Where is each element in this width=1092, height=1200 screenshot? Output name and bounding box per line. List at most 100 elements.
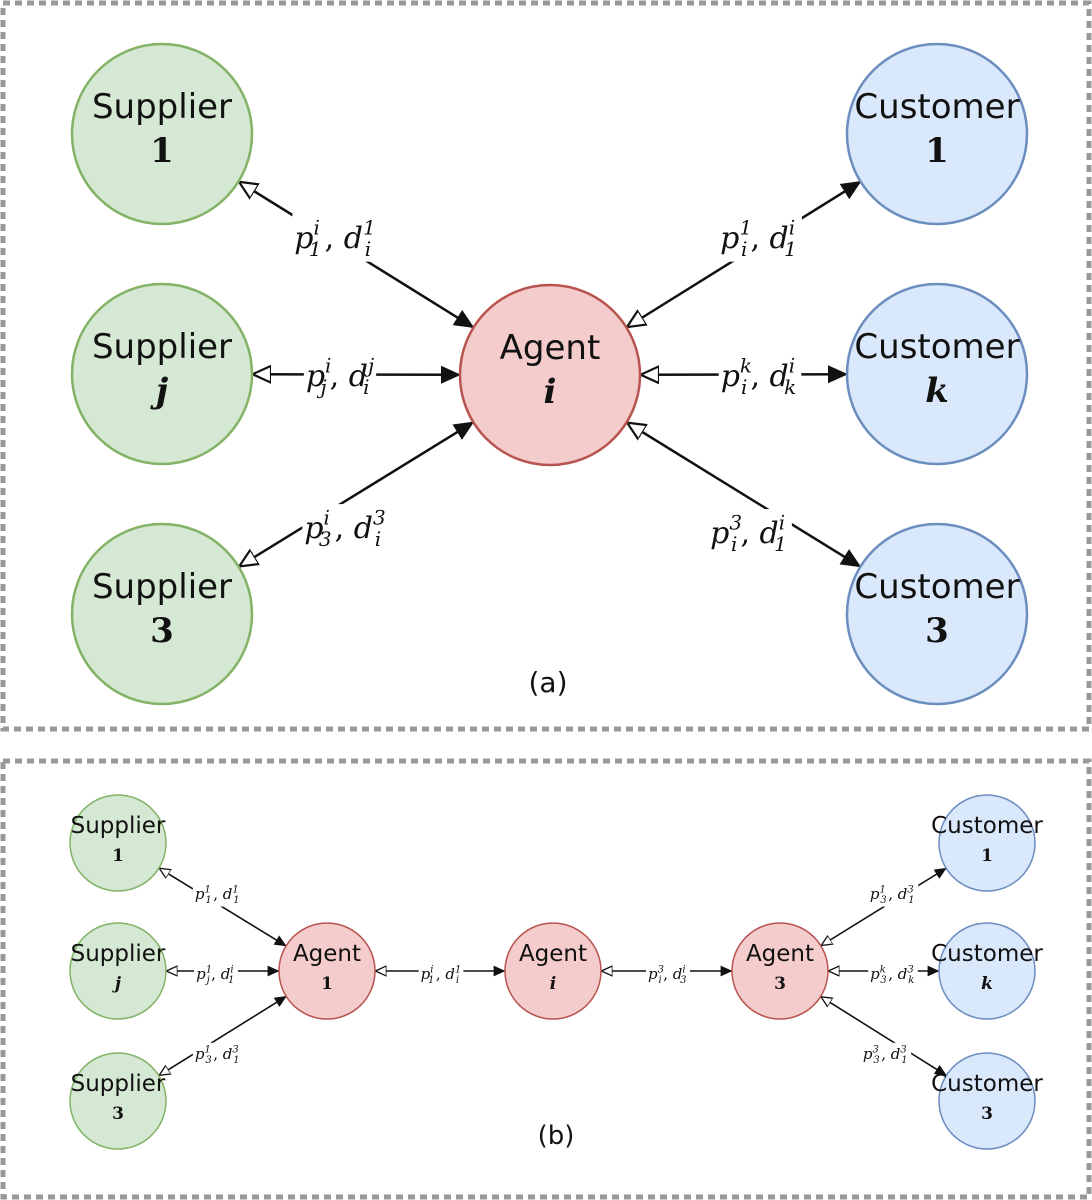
customer-index: 1 xyxy=(925,131,949,171)
customer-circle xyxy=(845,42,1029,226)
supplier-index: j xyxy=(112,974,122,994)
panel-b-caption: (b) xyxy=(538,1121,575,1151)
agent-index: i xyxy=(550,974,556,994)
supplier-circle xyxy=(70,282,254,466)
edge-label-bg-s1-ai xyxy=(292,214,378,262)
edge-label-bg-a3-c1 xyxy=(867,882,919,907)
panel-a-border xyxy=(0,0,1092,732)
agent-label: Agent xyxy=(746,941,814,967)
customer-label: Customer xyxy=(854,327,1019,367)
edge-label-bg-ai-c1 xyxy=(718,214,802,262)
agent-label: Agent xyxy=(519,941,587,967)
supplier-label: Supplier xyxy=(71,1071,166,1097)
edge-line-a3-c1 xyxy=(821,867,946,947)
panel-b-border xyxy=(0,758,1092,1200)
customer-index: 1 xyxy=(981,846,993,866)
supplier-index: 3 xyxy=(150,611,174,651)
customer-node-ck[interactable]: Customer k xyxy=(931,922,1043,1020)
edge-line-s1-a1 xyxy=(159,867,286,947)
agent-index: 3 xyxy=(774,974,786,994)
edge-label-bg-sj-ai xyxy=(303,352,377,400)
customer-label: Customer xyxy=(931,1071,1043,1097)
edge-label-bg-s1-a1 xyxy=(192,882,244,907)
edge-label-bg-ai-a3 xyxy=(646,962,690,987)
customer-node-c3[interactable]: Customer 3 xyxy=(931,1052,1043,1150)
customer-index: k xyxy=(981,974,993,994)
customer-index: 3 xyxy=(925,611,949,651)
edge-label-bg-ai-c3 xyxy=(708,509,792,557)
agent-circle xyxy=(278,922,376,1020)
edge-line-ai-c3 xyxy=(627,422,861,568)
customer-circle xyxy=(938,794,1036,892)
agent-label: Agent xyxy=(293,941,361,967)
customer-circle xyxy=(938,922,1036,1020)
customer-label: Customer xyxy=(931,941,1043,967)
agent-circle xyxy=(458,283,642,467)
agent-circle xyxy=(731,922,829,1020)
agent-node-ai[interactable]: Agent i xyxy=(504,922,602,1020)
supplier-index: 1 xyxy=(112,846,124,866)
supplier-circle xyxy=(70,522,254,706)
supplier-label: Supplier xyxy=(92,567,232,607)
supplier-index: 1 xyxy=(150,131,174,171)
customer-index: 3 xyxy=(981,1104,993,1124)
customer-circle xyxy=(845,282,1029,466)
agent-index: i xyxy=(544,372,557,412)
customer-label: Customer xyxy=(854,567,1019,607)
supplier-label: Supplier xyxy=(92,327,232,367)
agent-index: 1 xyxy=(321,974,333,994)
agent-node-a3[interactable]: Agent 3 xyxy=(731,922,829,1020)
agent-node-a1[interactable]: Agent 1 xyxy=(278,922,376,1020)
agent-label: Agent xyxy=(500,328,601,368)
customer-label: Customer xyxy=(854,87,1019,127)
supplier-label: Supplier xyxy=(92,87,232,127)
customer-index: k xyxy=(925,371,949,411)
customer-circle xyxy=(938,1052,1036,1150)
edge-line-a3-c3 xyxy=(821,995,947,1077)
supplier-circle xyxy=(69,1052,167,1150)
customer-node-c1[interactable]: Customer 1 xyxy=(931,794,1043,892)
edge-label-bg-a3-c3 xyxy=(860,1042,912,1067)
customer-label: Customer xyxy=(931,813,1043,839)
supplier-circle xyxy=(69,922,167,1020)
edge-label-bg-a1-ai xyxy=(418,962,464,987)
edge-line-s3-a1 xyxy=(159,995,286,1077)
edge-label-bg-ai-ck xyxy=(718,352,802,400)
